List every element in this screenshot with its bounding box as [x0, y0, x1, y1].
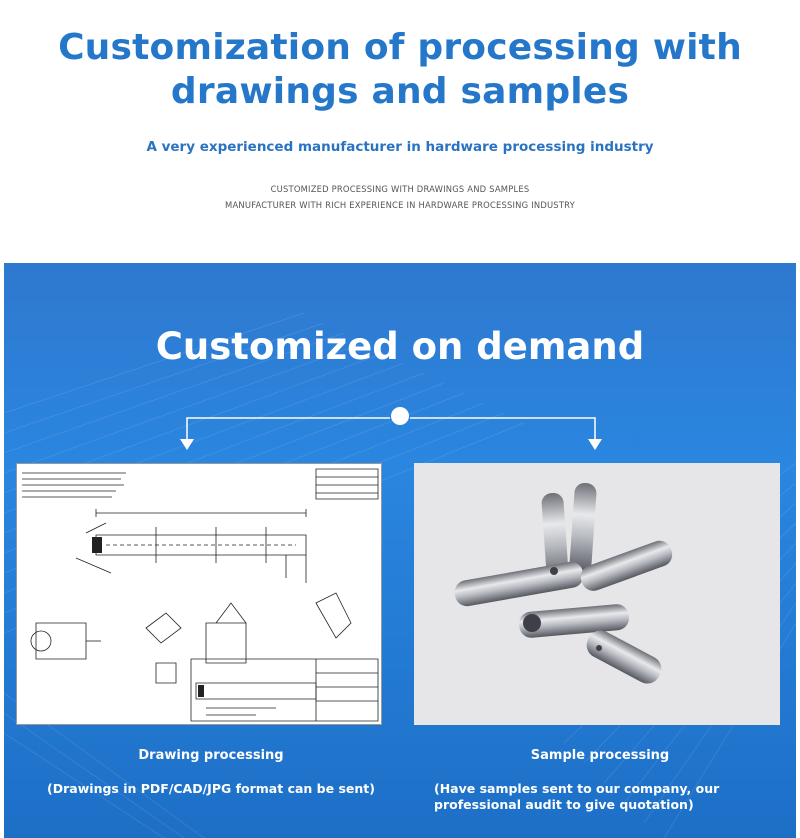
drawing-processing-note: (Drawings in PDF/CAD/JPG format can be s…	[47, 781, 375, 796]
connector-diagram	[180, 407, 602, 450]
title-line-2: drawings and samples	[170, 71, 630, 112]
subtitle: A very experienced manufacturer in hardw…	[146, 139, 654, 155]
title-line-1: Customization of processing with	[58, 27, 742, 68]
connector-dot	[391, 407, 409, 425]
customization-section: Customized on demand	[4, 263, 796, 838]
drawing-processing-label: Drawing processing	[138, 748, 284, 763]
caption-line-1: CUSTOMIZED PROCESSING WITH DRAWINGS AND …	[270, 184, 530, 194]
sample-processing-note: (Have samples sent to our company, our p…	[434, 781, 720, 812]
sample-processing-label: Sample processing	[530, 748, 670, 763]
arrow-down-left-icon	[180, 439, 194, 450]
caption-line-2: MANUFACTURER WITH RICH EXPERIENCE IN HAR…	[225, 200, 575, 210]
page-title: Customization of processing with drawing…	[40, 26, 760, 114]
section-title: Customized on demand	[155, 325, 645, 368]
header-section: Customization of processing with drawing…	[0, 0, 800, 262]
arrow-down-right-icon	[588, 439, 602, 450]
sample-parts-photo	[414, 463, 780, 725]
technical-drawing-image	[16, 463, 382, 725]
